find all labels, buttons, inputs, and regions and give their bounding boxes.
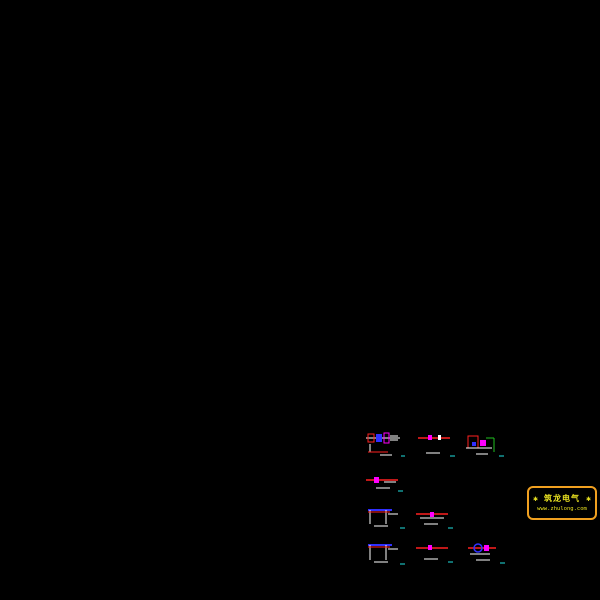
detail-r4c1 [368, 544, 405, 565]
asterisk-icon-left: ✱ [533, 496, 539, 503]
detail-r3c1 [368, 509, 405, 529]
detail-r3c2 [416, 512, 453, 529]
asterisk-icon-right: ✱ [586, 496, 592, 503]
detail-r1c2 [418, 435, 455, 457]
watermark-brand-text: 筑龙电气 [544, 493, 580, 503]
detail-r4c2 [416, 545, 453, 563]
detail-r4c3 [468, 543, 505, 564]
watermark-url-text: www.zhulong.com [537, 506, 587, 512]
detail-r2c1 [366, 477, 403, 492]
detail-r1c1 [366, 432, 405, 457]
zhulong-watermark-stamp: ✱ ✱ 筑龙电气 www.zhulong.com [527, 486, 597, 520]
detail-r1c3 [466, 435, 504, 457]
